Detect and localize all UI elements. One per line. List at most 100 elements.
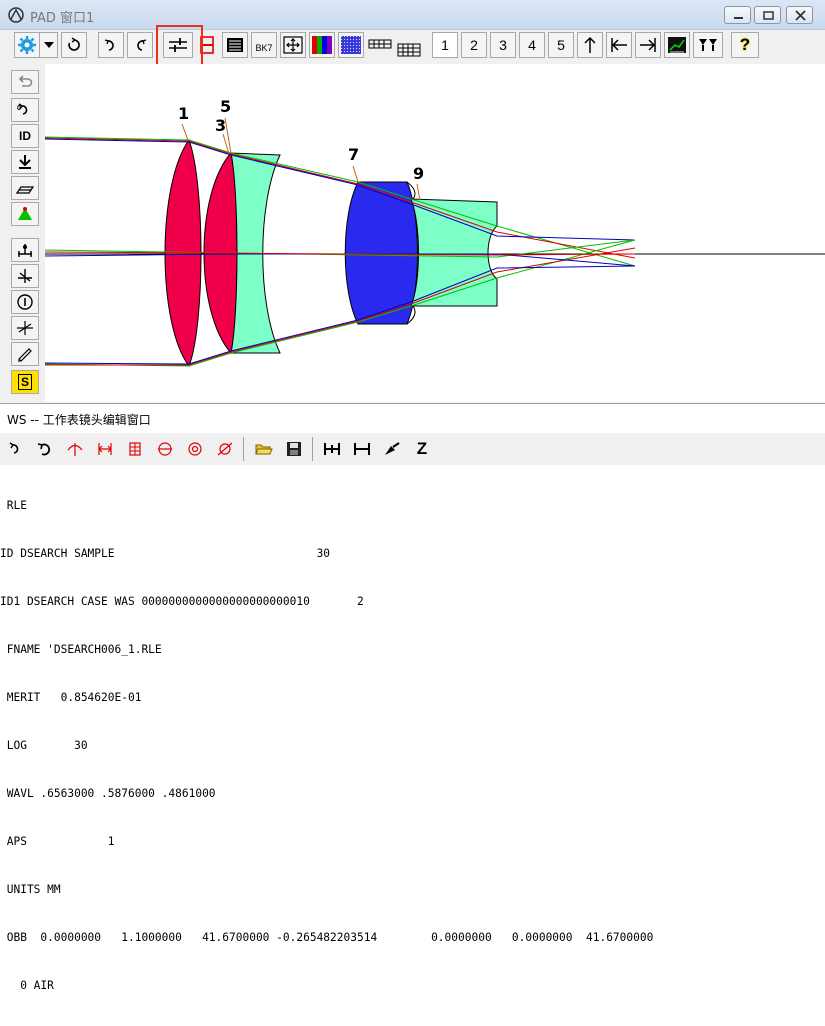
spot-pattern-button[interactable] bbox=[338, 32, 364, 58]
ws-element-button[interactable] bbox=[123, 437, 147, 461]
pad-window: PAD 窗口1 bbox=[0, 0, 825, 404]
ws-line: ID1 DSEARCH CASE WAS 0000000000000000000… bbox=[0, 595, 364, 608]
grid-small-button[interactable] bbox=[367, 32, 393, 58]
leader-3 bbox=[222, 133, 230, 155]
reverse-icon bbox=[9, 442, 19, 454]
ray-top-blue bbox=[45, 138, 636, 241]
plot-icon bbox=[668, 37, 686, 53]
id-button[interactable]: ID bbox=[11, 124, 39, 148]
weight-icon bbox=[18, 244, 32, 257]
fit-window-button[interactable] bbox=[280, 32, 306, 58]
ws-target-button[interactable] bbox=[183, 437, 207, 461]
table-view-button[interactable] bbox=[222, 32, 248, 58]
pad-titlebar[interactable]: PAD 窗口1 bbox=[0, 0, 825, 30]
ws-titlebar[interactable]: WS -- 工作表镜头编辑窗口 bbox=[0, 405, 825, 433]
pad-window-title: PAD 窗口1 bbox=[30, 11, 95, 26]
spot-pattern-icon bbox=[341, 36, 361, 54]
color-bars-icon bbox=[312, 36, 332, 54]
marker-button[interactable] bbox=[11, 202, 39, 226]
refresh-button[interactable] bbox=[61, 32, 87, 58]
ray-bottom-blue bbox=[45, 265, 636, 365]
undo-lens-button[interactable] bbox=[11, 70, 39, 94]
filter-button[interactable] bbox=[693, 32, 723, 58]
ws-reverse-button[interactable] bbox=[4, 437, 28, 461]
view-5-label: 5 bbox=[557, 37, 565, 53]
close-button[interactable] bbox=[786, 6, 813, 24]
pivot-icon bbox=[18, 269, 32, 283]
adjust-sliders-button[interactable] bbox=[163, 32, 193, 58]
lens-layout-canvas[interactable]: 1 3 5 7 9 bbox=[45, 64, 825, 402]
ws-pointer-button[interactable] bbox=[380, 437, 404, 461]
save-disk-icon bbox=[287, 442, 301, 456]
ws-thickness-button[interactable] bbox=[93, 437, 117, 461]
ws-z-button[interactable]: Z bbox=[410, 437, 434, 461]
ws-separator bbox=[312, 437, 313, 461]
axis-button[interactable] bbox=[11, 316, 39, 340]
settings-dropdown-button[interactable] bbox=[40, 32, 58, 58]
view-1-button[interactable]: 1 bbox=[432, 32, 458, 58]
redo-button[interactable] bbox=[127, 32, 153, 58]
restore-button[interactable] bbox=[754, 6, 781, 24]
view-3-button[interactable]: 3 bbox=[490, 32, 516, 58]
arrow-left-bar-icon bbox=[611, 38, 627, 52]
ws-undo-button[interactable] bbox=[33, 437, 57, 461]
redo-icon bbox=[137, 39, 147, 51]
ws-curve-button[interactable] bbox=[63, 437, 87, 461]
undo-icon bbox=[37, 443, 50, 456]
view-4-button[interactable]: 4 bbox=[519, 32, 545, 58]
ws-line: FNAME 'DSEARCH006_1.RLE bbox=[0, 643, 162, 656]
ray-fan bbox=[45, 136, 636, 367]
view-1-label: 1 bbox=[441, 37, 449, 53]
s-label: S bbox=[17, 374, 32, 390]
glass-bk7-button[interactable]: BK7 bbox=[251, 32, 277, 58]
ws-remove-button[interactable] bbox=[213, 437, 237, 461]
ws-toolbar: Z bbox=[0, 433, 825, 465]
ws-insert-button[interactable] bbox=[320, 437, 344, 461]
view-5-button[interactable]: 5 bbox=[548, 32, 574, 58]
weight-button[interactable] bbox=[11, 238, 39, 262]
plot-button[interactable] bbox=[664, 32, 690, 58]
pad-app-icon bbox=[7, 6, 25, 24]
color-bars-button[interactable] bbox=[309, 32, 335, 58]
pencil-button[interactable] bbox=[11, 342, 39, 366]
ws-window-title: WS -- 工作表镜头编辑窗口 bbox=[7, 413, 151, 427]
surface-label-5: 5 bbox=[220, 97, 232, 116]
id-label: ID bbox=[19, 129, 31, 143]
draw-plane-button[interactable] bbox=[11, 176, 39, 200]
arrow-right-bar-icon bbox=[640, 38, 656, 52]
arrow-up-button[interactable] bbox=[577, 32, 603, 58]
ray-top-green bbox=[45, 136, 636, 267]
ws-line: OBB 0.0000000 1.1000000 41.6700000 -0.26… bbox=[0, 931, 654, 944]
z-label: Z bbox=[416, 439, 428, 458]
axis-icon bbox=[17, 321, 33, 335]
lens-element-4[interactable] bbox=[344, 181, 418, 325]
ws-aperture-button[interactable] bbox=[153, 437, 177, 461]
view-2-button[interactable]: 2 bbox=[461, 32, 487, 58]
info-circle-icon bbox=[17, 294, 33, 310]
undo-button[interactable] bbox=[98, 32, 124, 58]
refresh-icon bbox=[68, 37, 80, 51]
lens-element-5[interactable] bbox=[410, 198, 498, 307]
ws-save-button[interactable] bbox=[282, 437, 306, 461]
grid-large-button[interactable] bbox=[396, 32, 422, 58]
grid-icon bbox=[368, 39, 392, 49]
pivot-button[interactable] bbox=[11, 264, 39, 288]
help-button[interactable]: ? bbox=[731, 32, 759, 58]
close-icon bbox=[795, 10, 806, 21]
info-button[interactable] bbox=[11, 290, 39, 314]
ws-lens-text[interactable]: RLE ID DSEARCH SAMPLE 30 ID1 DSEARCH CAS… bbox=[0, 465, 825, 992]
ws-separator bbox=[243, 437, 244, 461]
settings-gear-button[interactable] bbox=[14, 32, 40, 58]
gear-icon bbox=[18, 36, 36, 54]
minimize-button[interactable] bbox=[724, 6, 751, 24]
restore-icon bbox=[763, 11, 774, 20]
jump-right-button[interactable] bbox=[635, 32, 661, 58]
download-button[interactable] bbox=[11, 150, 39, 174]
ws-line: UNITS MM bbox=[0, 883, 61, 896]
reverse-button[interactable]: 0 bbox=[11, 98, 39, 122]
target-red-icon bbox=[188, 442, 202, 456]
ws-open-button[interactable] bbox=[252, 437, 276, 461]
jump-left-button[interactable] bbox=[606, 32, 632, 58]
ws-span-button[interactable] bbox=[350, 437, 374, 461]
save-s-button[interactable]: S bbox=[11, 370, 39, 394]
